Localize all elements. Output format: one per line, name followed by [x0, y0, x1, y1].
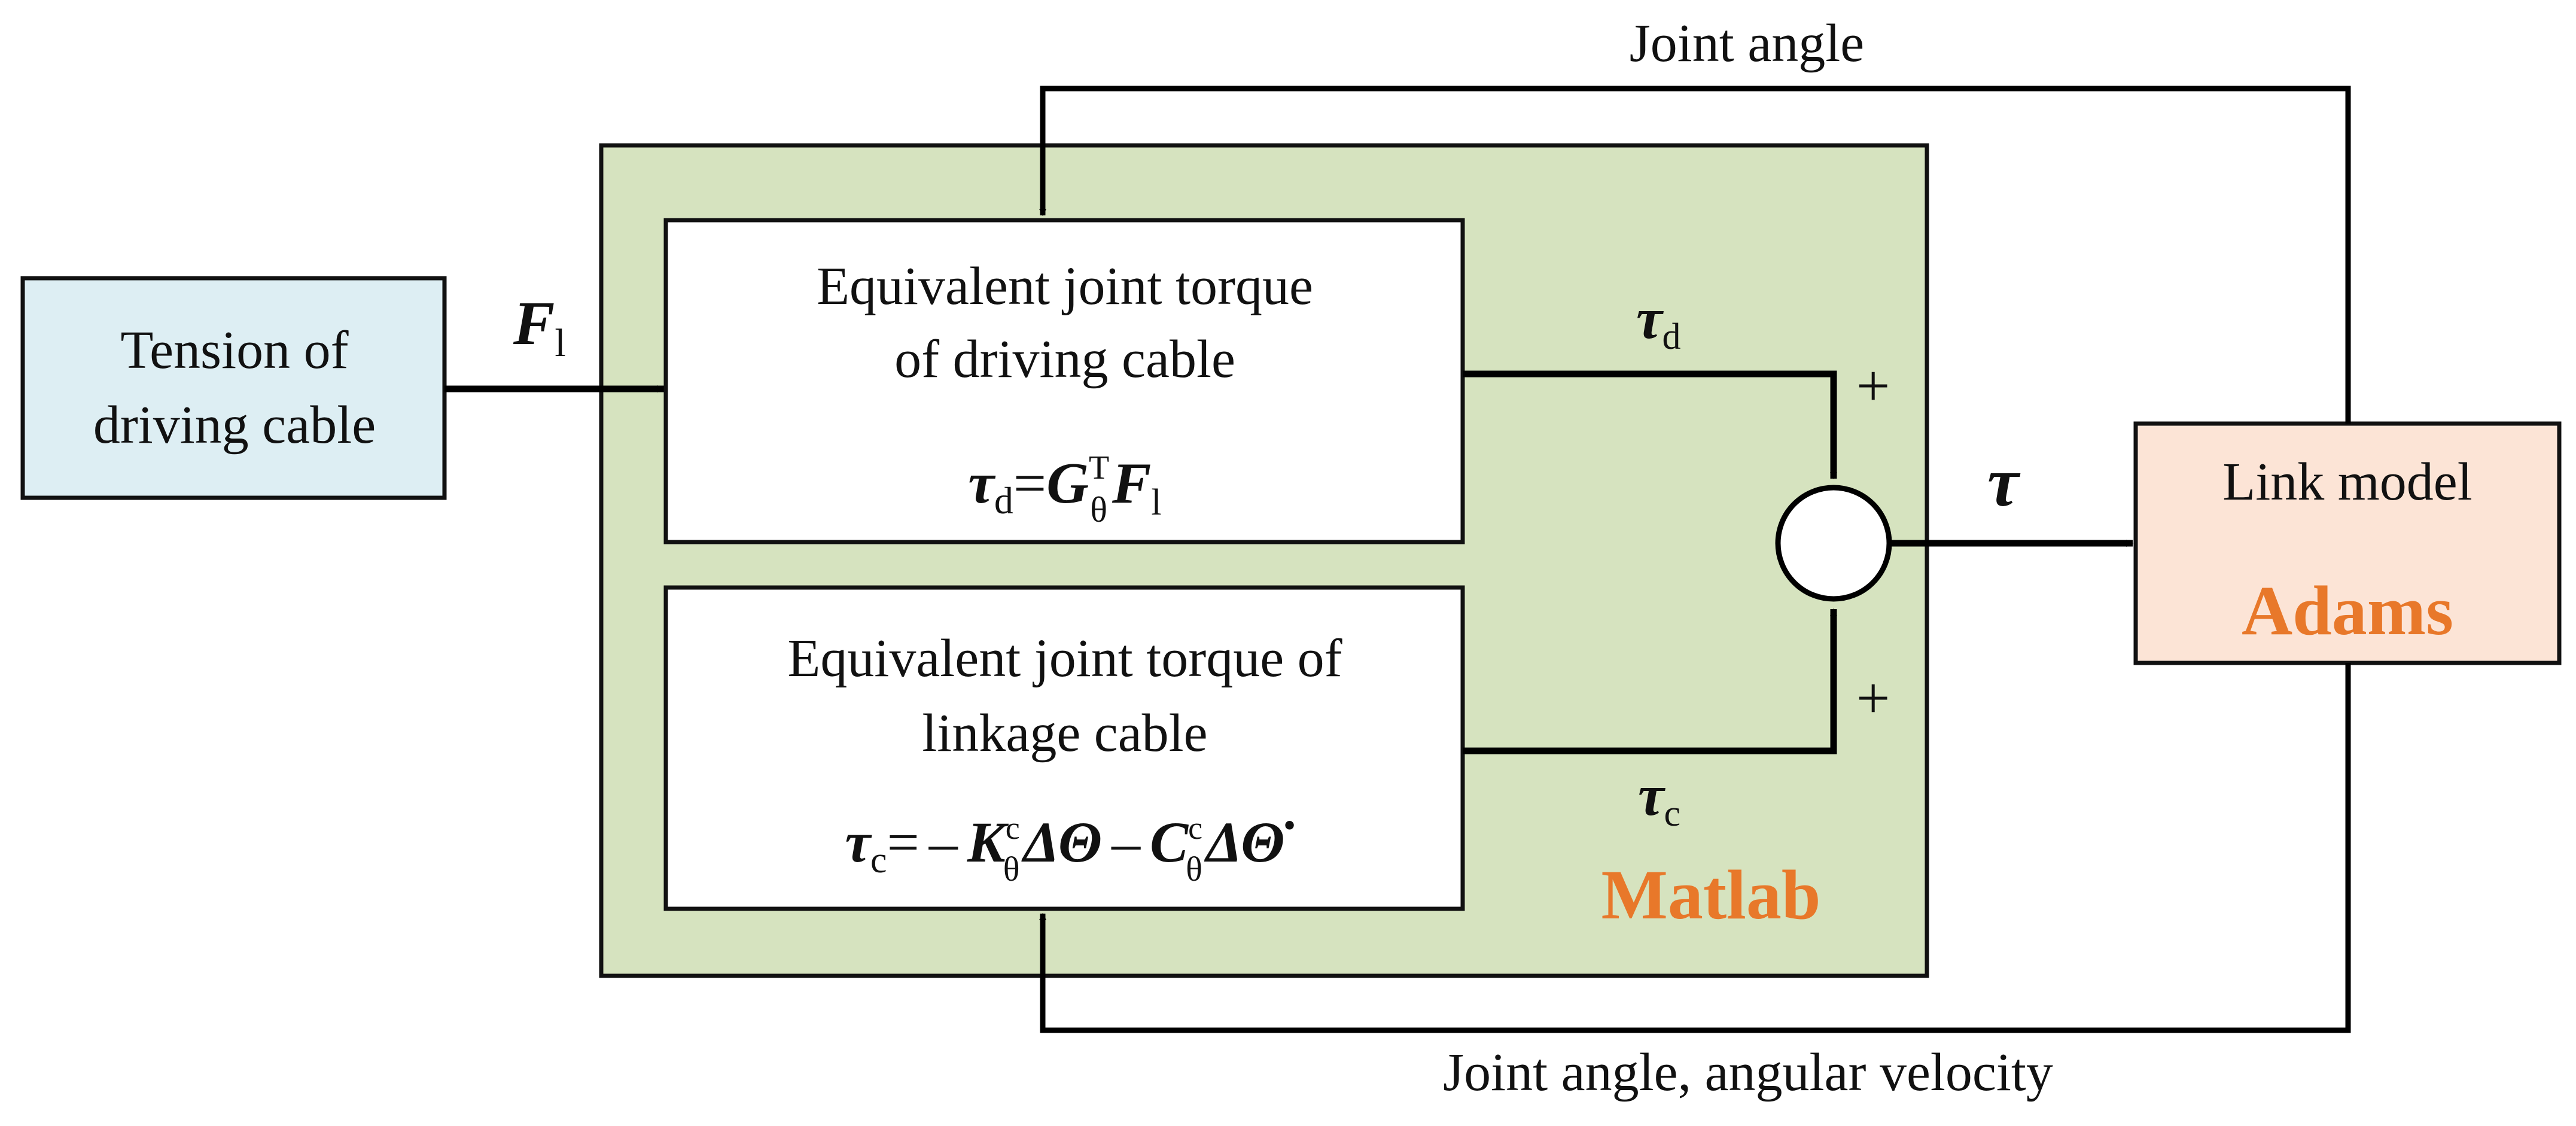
- plus-top: +: [1856, 352, 1890, 419]
- tau-c-connector: [1463, 608, 1837, 754]
- input-force-subscript: l: [555, 321, 565, 365]
- tau-d-label: τd: [1636, 287, 1681, 357]
- link-model-label: Link model: [2222, 452, 2472, 512]
- driving-torque-label-line2: of driving cable: [894, 330, 1235, 389]
- linkage-torque-block: [663, 585, 1465, 911]
- linkage-torque-label-line1: Equivalent joint torque of: [787, 629, 1342, 688]
- tension-label-line1: Tension of: [120, 321, 348, 380]
- summing-junction: [1775, 485, 1892, 602]
- tau-d-connector: [1463, 370, 1837, 480]
- input-force-symbol: F: [513, 289, 555, 358]
- driving-torque-block: [663, 218, 1465, 544]
- adams-label: Adams: [2242, 571, 2453, 650]
- tension-block: [20, 276, 447, 500]
- feedback-top-line: [1039, 86, 2351, 424]
- input-force-label: Fl: [513, 289, 566, 365]
- feedback-bottom-line: [1039, 663, 2351, 1033]
- driving-torque-label-line1: Equivalent joint torque: [817, 257, 1313, 316]
- tau-c-label: τc: [1638, 763, 1680, 834]
- feedback-bottom-label: Joint angle, angular velocity: [1443, 1043, 2053, 1102]
- plus-bottom: +: [1856, 665, 1890, 731]
- feedback-top-label: Joint angle: [1630, 14, 1864, 73]
- tension-label-line2: driving cable: [93, 395, 376, 455]
- linkage-torque-label-line2: linkage cable: [922, 704, 1207, 763]
- matlab-label: Matlab: [1601, 856, 1820, 934]
- output-tau-label: τ: [1987, 443, 2021, 521]
